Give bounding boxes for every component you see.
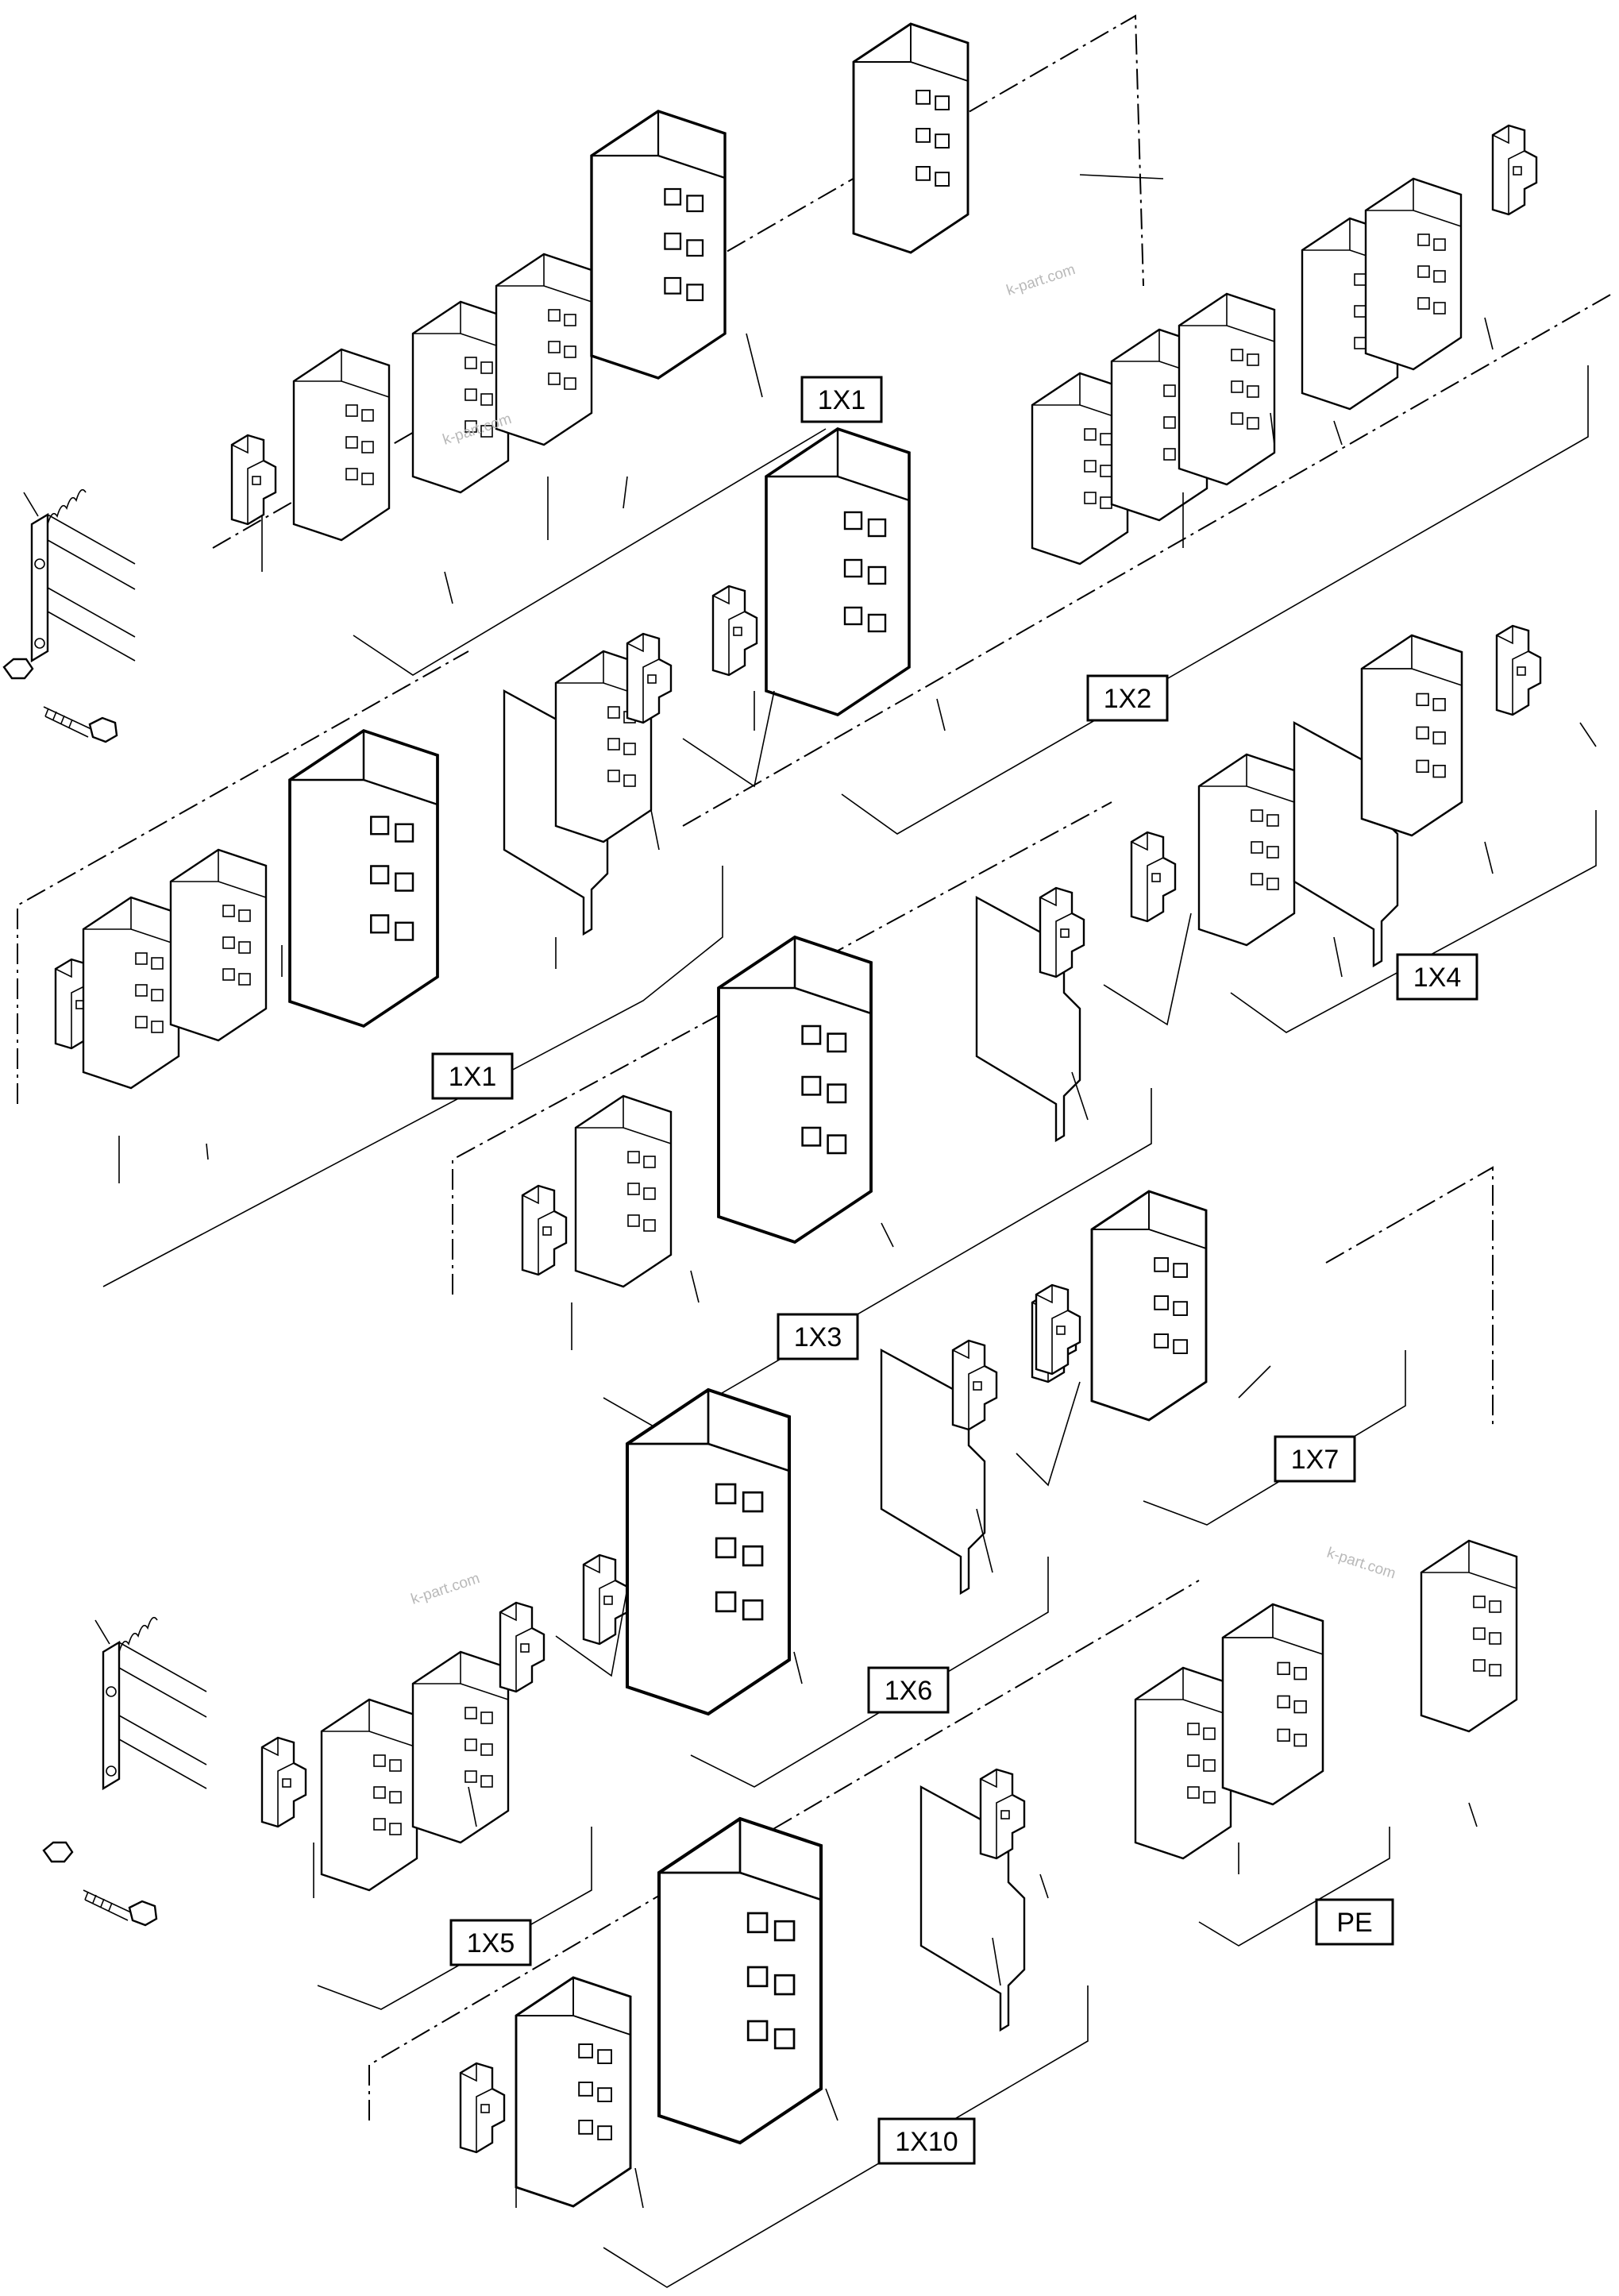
label-1x7-text: 1X7 (1291, 1445, 1340, 1475)
label-1x6-text: 1X6 (885, 1676, 933, 1706)
assembly-1x1-mid (17, 632, 775, 1287)
din-rail-bracket-bottom (42, 1616, 208, 1927)
label-1x4-text: 1X4 (1413, 963, 1462, 993)
label-1x5: 1X5 (449, 1919, 532, 1966)
label-1x2-text: 1X2 (1104, 684, 1152, 714)
watermark: k-part.com (1004, 261, 1077, 299)
label-1x4: 1X4 (1396, 953, 1478, 1001)
assembly-1x3 (452, 801, 1152, 1430)
label-1x7: 1X7 (1274, 1435, 1356, 1483)
label-1x1-top: 1X1 (800, 376, 883, 423)
label-pe: PE (1315, 1898, 1394, 1946)
label-1x2: 1X2 (1086, 674, 1169, 722)
label-pe-text: PE (1336, 1908, 1372, 1938)
label-1x3: 1X3 (777, 1313, 859, 1360)
assembly-1x7 (1031, 1166, 1494, 1526)
din-rail-bracket-top (2, 488, 137, 743)
label-1x3-text: 1X3 (794, 1322, 842, 1353)
label-1x10: 1X10 (877, 2117, 976, 2165)
watermark: k-part.com (409, 1570, 482, 1608)
assembly-pe (1134, 1539, 1518, 1947)
label-1x10-text: 1X10 (895, 2127, 958, 2157)
assembly-1x6 (555, 1283, 1081, 1788)
label-1x1-mid-text: 1X1 (449, 1062, 497, 1092)
assembly-1x1-top (212, 14, 1164, 676)
label-1x1-top-text: 1X1 (818, 385, 866, 415)
assembly-1x2 (682, 124, 1613, 835)
assembly-1x10 (368, 1580, 1200, 2288)
label-1x6: 1X6 (867, 1666, 950, 1714)
assembly-1x5 (260, 1601, 592, 2010)
label-1x1-mid: 1X1 (431, 1052, 514, 1100)
assembly-1x4 (1103, 624, 1597, 1033)
watermark: k-part.com (1324, 1545, 1397, 1583)
label-1x5-text: 1X5 (467, 1928, 515, 1958)
